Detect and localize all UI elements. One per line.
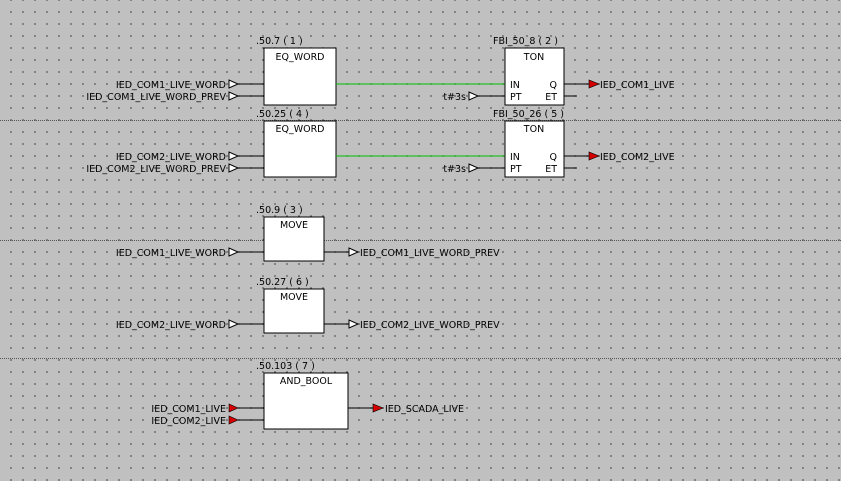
network-1: .50.7 ( 1 ) EQ_WORD IED_COM1_LIVE_WORD I… [86, 36, 675, 106]
block-title: TON [523, 124, 544, 135]
block-header: .50.27 ( 6 ) [256, 277, 309, 288]
input-connector-icon [228, 319, 240, 329]
output-variable-label[interactable]: IED_COM2_LIVE [600, 152, 675, 163]
network-2: .50.25 ( 4 ) EQ_WORD IED_COM2_LIVE_WORD … [86, 109, 675, 178]
input-variable-label[interactable]: IED_COM1_LIVE_WORD [116, 248, 226, 259]
eq-word-block[interactable] [263, 120, 337, 178]
eq-word-block[interactable] [263, 47, 337, 106]
pin-label: IN [510, 80, 520, 91]
input-connector-icon [228, 403, 239, 413]
network-3: .50.9 ( 3 ) MOVE IED_COM1_LIVE_WORD IED_… [116, 205, 500, 262]
output-variable-label[interactable]: IED_COM1_LIVE [600, 80, 675, 91]
input-variable-label[interactable]: IED_COM1_LIVE_WORD_PREV [86, 92, 226, 103]
pin-label: PT [510, 164, 522, 175]
input-connector-icon [228, 79, 240, 89]
input-constant-label[interactable]: t#3s [443, 92, 466, 103]
block-header: FBI_50_8 ( 2 ) [493, 36, 558, 47]
network-separator [0, 120, 841, 121]
block-header: .50.7 ( 1 ) [256, 36, 303, 47]
input-variable-label[interactable]: IED_COM2_LIVE_WORD [116, 320, 226, 331]
move-block[interactable] [263, 216, 325, 262]
output-variable-label[interactable]: IED_COM1_LIVE_WORD_PREV [360, 248, 500, 259]
input-variable-label[interactable]: IED_COM2_LIVE_WORD_PREV [86, 164, 226, 175]
block-title: EQ_WORD [275, 124, 324, 135]
input-connector-icon [468, 91, 480, 101]
input-variable-label[interactable]: IED_COM1_LIVE [151, 404, 226, 415]
output-connector-icon [348, 319, 360, 329]
block-title: EQ_WORD [275, 52, 324, 63]
pin-label: Q [550, 152, 557, 163]
output-connector-icon [588, 151, 600, 161]
pin-label: ET [545, 164, 557, 175]
move-block[interactable] [263, 288, 325, 334]
input-variable-label[interactable]: IED_COM2_LIVE [151, 416, 226, 427]
and-bool-block[interactable] [263, 372, 349, 430]
input-connector-icon [228, 415, 239, 425]
block-title: TON [523, 52, 544, 63]
output-connector-icon [372, 403, 384, 413]
block-title: AND_BOOL [280, 376, 333, 387]
block-header: .50.103 ( 7 ) [256, 361, 315, 372]
input-connector-icon [228, 151, 240, 161]
block-header: FBI_50_26 ( 5 ) [493, 109, 564, 120]
pin-label: Q [550, 80, 557, 91]
network-separator [0, 240, 841, 241]
output-connector-icon [588, 79, 600, 89]
network-4: .50.27 ( 6 ) MOVE IED_COM2_LIVE_WORD IED… [116, 277, 500, 334]
output-connector-icon [348, 247, 360, 257]
pin-label: ET [545, 92, 557, 103]
pin-label: IN [510, 152, 520, 163]
input-constant-label[interactable]: t#3s [443, 164, 466, 175]
input-connector-icon [228, 91, 240, 101]
input-connector-icon [228, 163, 240, 173]
block-header: .50.25 ( 4 ) [256, 109, 309, 120]
pin-label: PT [510, 92, 522, 103]
ton-block[interactable] [504, 120, 565, 178]
input-connector-icon [228, 247, 240, 257]
input-connector-icon [468, 163, 480, 173]
output-variable-label[interactable]: IED_SCADA_LIVE [385, 404, 464, 415]
block-header: .50.9 ( 3 ) [256, 205, 303, 216]
ton-block[interactable] [504, 47, 565, 106]
output-variable-label[interactable]: IED_COM2_LIVE_WORD_PREV [360, 320, 500, 331]
network-separator [0, 358, 841, 359]
block-title: MOVE [280, 220, 308, 231]
network-5: .50.103 ( 7 ) AND_BOOL IED_COM1_LIVE IED… [151, 361, 464, 430]
block-title: MOVE [280, 292, 308, 303]
input-variable-label[interactable]: IED_COM2_LIVE_WORD [116, 152, 226, 163]
input-variable-label[interactable]: IED_COM1_LIVE_WORD [116, 80, 226, 91]
